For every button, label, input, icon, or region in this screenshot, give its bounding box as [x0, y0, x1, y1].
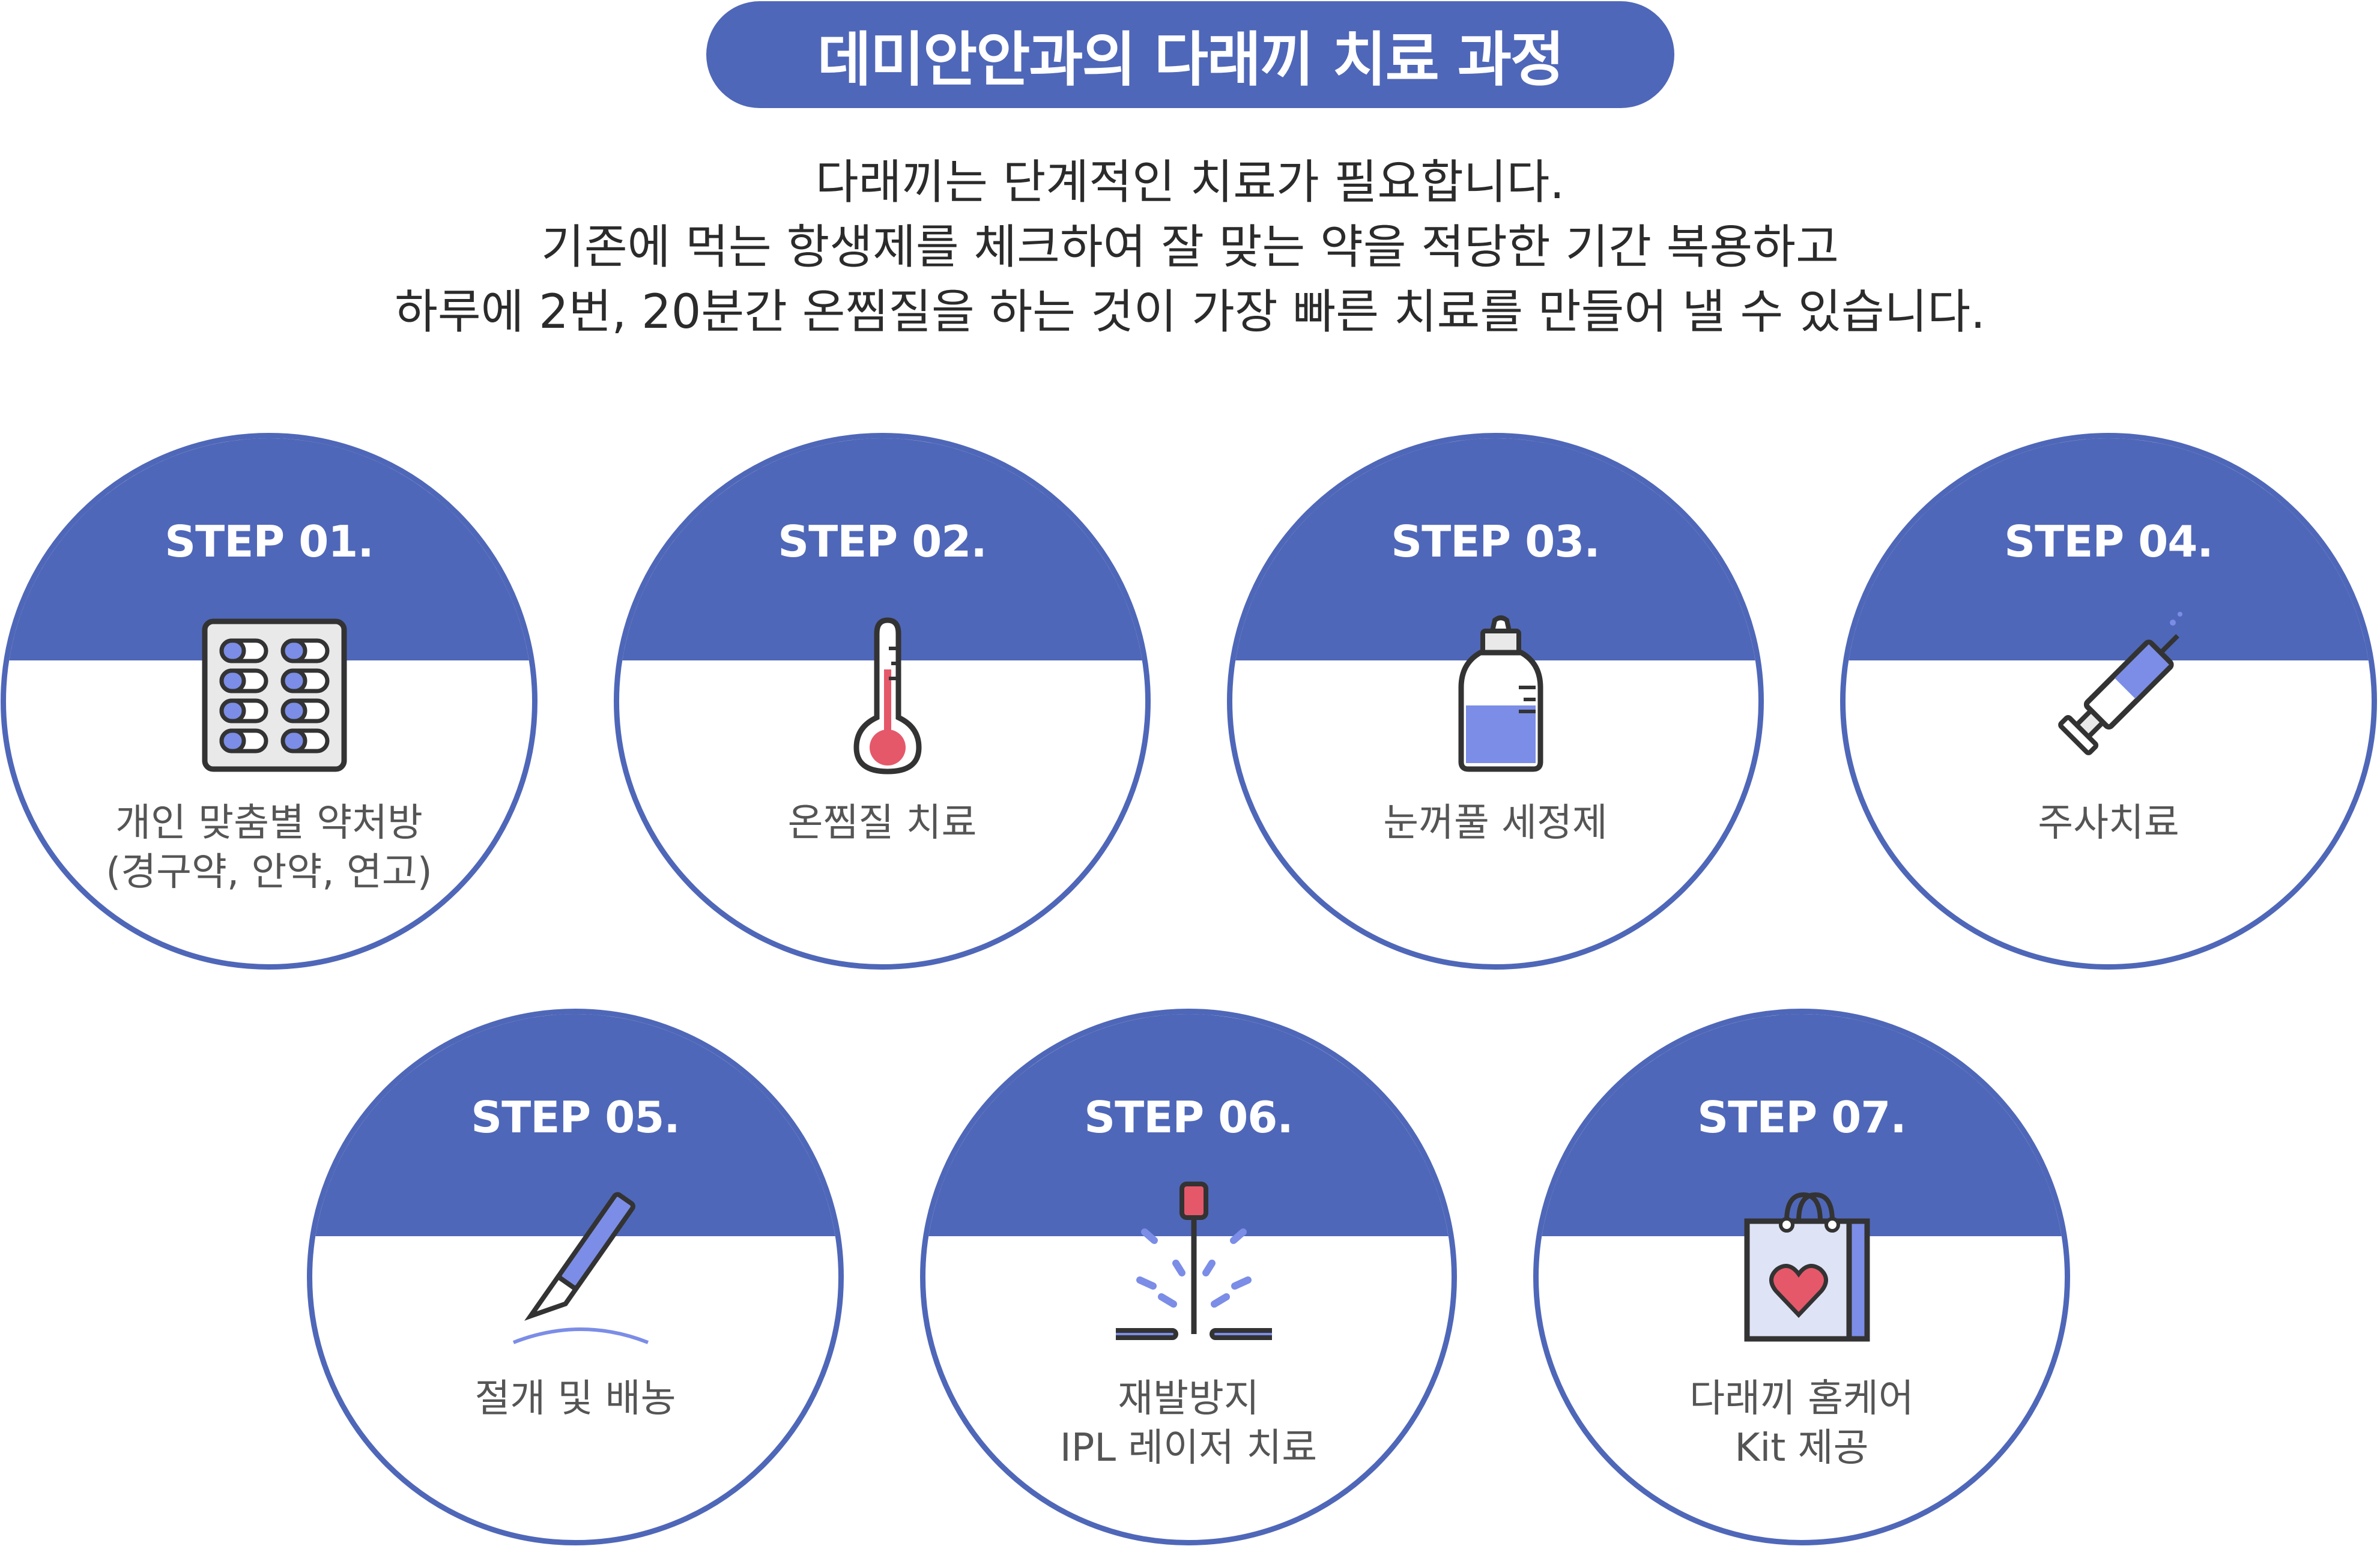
- step-05-circle: STEP 05. 절개 및 배농: [307, 1009, 844, 1545]
- step-caption-line: 절개 및 배농: [474, 1377, 676, 1421]
- step-03-circle: STEP 03. 눈꺼풀 세정제: [1227, 433, 1764, 970]
- description-line: 다래끼는 단계적인 치료가 필요합니다.: [815, 156, 1565, 210]
- step-caption: 개인 맞춤별 약처방 (경구약, 안약, 연고): [6, 799, 532, 897]
- step-caption-line: IPL 레이저 치료: [1059, 1426, 1318, 1470]
- step-header-band: [1846, 438, 2372, 660]
- step-label: STEP 05.: [471, 1092, 680, 1143]
- step-header-band: [312, 1014, 838, 1236]
- step-caption-line: 개인 맞춤별 약처방: [115, 801, 423, 845]
- step-caption-line: 재발방지: [1118, 1377, 1259, 1421]
- homecare-bag-icon: [1729, 1173, 1885, 1353]
- step-caption-line: 다래끼 홈케어: [1689, 1377, 1914, 1421]
- step-caption-line: Kit 제공: [1734, 1426, 1869, 1470]
- step-caption-line: 주사치료: [2038, 801, 2179, 845]
- step-label: STEP 06.: [1084, 1092, 1294, 1143]
- step-06-circle: STEP 06. 재발방지 IPL 레이저 치료: [920, 1009, 1457, 1545]
- step-caption: 주사치료: [1846, 799, 2372, 848]
- step-caption: 온찜질 치료: [619, 799, 1145, 848]
- title-pill: 데미안안과의 다래끼 치료 과정: [706, 1, 1674, 108]
- step-caption-line: 눈꺼풀 세정제: [1383, 801, 1608, 845]
- step-label: STEP 04.: [2004, 516, 2214, 567]
- page-title: 데미안안과의 다래끼 치료 과정: [817, 26, 1564, 94]
- step-caption: 다래끼 홈케어 Kit 제공: [1539, 1374, 2065, 1473]
- step-01-circle: STEP 01. 개인: [1, 433, 537, 970]
- step-caption-line: 온찜질 치료: [787, 801, 977, 845]
- pill-blister-icon: [196, 597, 353, 778]
- thermometer-icon: [810, 597, 966, 778]
- step-04-circle: STEP 04. 주사치료: [1840, 433, 2377, 970]
- description: 다래끼는 단계적인 치료가 필요합니다. 기존에 먹는 항생제를 체크하여 잘 …: [0, 150, 2380, 345]
- step-07-circle: STEP 07. 다래끼 홈케어 Kit 제공: [1533, 1009, 2070, 1545]
- step-caption: 눈꺼풀 세정제: [1232, 799, 1758, 848]
- step-caption: 재발방지 IPL 레이저 치료: [925, 1374, 1452, 1473]
- cleanser-bottle-icon: [1423, 597, 1579, 778]
- step-02-circle: STEP 02. 온찜질 치료: [614, 433, 1151, 970]
- step-label: STEP 07.: [1697, 1092, 1907, 1143]
- description-line: 기존에 먹는 항생제를 체크하여 잘 맞는 약을 적당한 기간 복용하고: [541, 220, 1839, 274]
- description-line: 하루에 2번, 20분간 온찜질을 하는 것이 가장 빠른 치료를 만들어 낼 …: [395, 285, 1985, 339]
- step-caption: 절개 및 배농: [312, 1374, 838, 1424]
- ipl-laser-icon: [1116, 1173, 1272, 1353]
- step-caption-line: (경구약, 안약, 연고): [106, 850, 432, 895]
- step-label: STEP 01.: [165, 516, 374, 567]
- step-label: STEP 03.: [1391, 516, 1600, 567]
- syringe-icon: [2036, 597, 2192, 778]
- scalpel-icon: [503, 1173, 659, 1353]
- step-label: STEP 02.: [778, 516, 987, 567]
